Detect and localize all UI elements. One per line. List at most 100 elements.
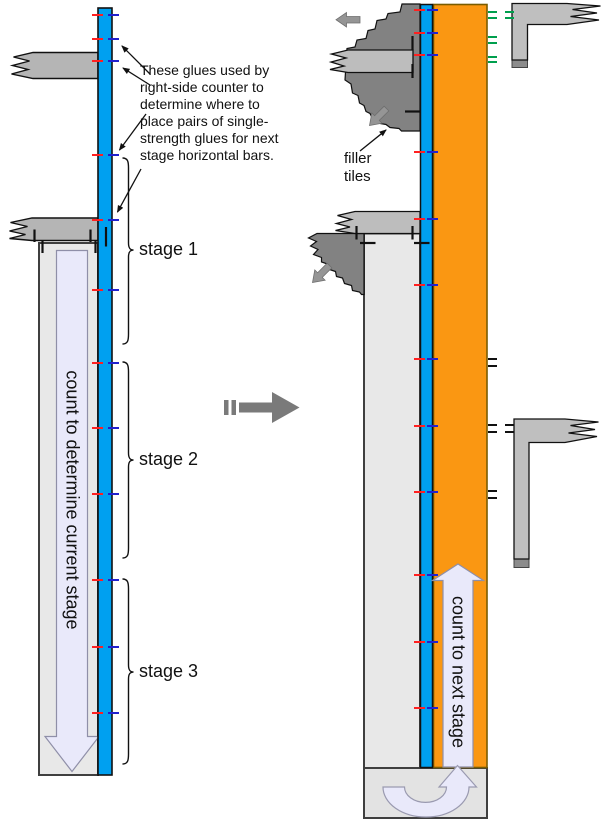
- glue-tick-grn: [488, 55, 497, 58]
- glue-tick-red: [92, 37, 103, 41]
- glue-tick-red: [92, 59, 103, 63]
- glue-tick-red: [414, 150, 425, 154]
- glue-tick-red: [414, 357, 425, 361]
- filler-tiles-label: filler tiles: [344, 150, 372, 185]
- glue-tick-blk: [488, 423, 497, 426]
- glue-tick-blk: [488, 364, 497, 367]
- right-blue-bar: [419, 3, 434, 769]
- count-down-arrow: [43, 249, 101, 773]
- glue-tick-blu: [427, 217, 438, 221]
- glue-tick-grn: [504, 10, 514, 13]
- left-horizontal-bar-stage1: [9, 217, 99, 242]
- turnaround-arrow: [382, 764, 478, 818]
- left-horizontal-bar-top: [9, 51, 99, 80]
- glue-tick-blu: [107, 492, 119, 496]
- stage1-label: stage 1: [139, 239, 199, 259]
- left-junction-glues: [33, 227, 108, 253]
- glue-tick-blu: [427, 490, 438, 494]
- glue-tick-grn: [488, 41, 497, 44]
- arrow-downleft-icon: [369, 105, 390, 126]
- glue-tick-blu: [427, 424, 438, 428]
- glue-tick-blu: [107, 426, 119, 430]
- glue-tick-red: [92, 361, 103, 365]
- glue-tick-blk: [504, 423, 514, 426]
- right-junction-glues: [355, 36, 430, 245]
- stage1-brace: [122, 157, 134, 345]
- left-blue-bar: [97, 7, 113, 776]
- attachment-arrows: [312, 11, 390, 283]
- glue-tick-red: [414, 53, 425, 57]
- glue-tick-blu: [427, 640, 438, 644]
- glue-tick-red: [92, 288, 103, 292]
- stage2-label: stage 2: [139, 449, 199, 469]
- glue-tick-blu: [427, 357, 438, 361]
- count-up-arrow-label: count to next stage: [448, 595, 469, 749]
- l-bar-mid-foot: [513, 558, 530, 568]
- glue-tick-blu: [427, 706, 438, 710]
- glue-tick-red: [414, 8, 425, 12]
- annotation-arrows: [116, 45, 151, 213]
- glue-tick-blu: [427, 150, 438, 154]
- glue-tick-grn: [488, 10, 497, 13]
- glue-tick-red: [92, 711, 103, 715]
- arrow-downleft-icon: [312, 262, 333, 283]
- glue-tick-grn: [488, 60, 497, 63]
- glue-tick-red: [414, 706, 425, 710]
- glue-tick-red: [414, 424, 425, 428]
- glue-tick-blk: [488, 496, 497, 499]
- glue-tick-blu: [107, 13, 119, 17]
- glue-tick-red: [92, 645, 103, 649]
- glue-tick-red: [92, 153, 103, 157]
- stage2-brace: [122, 361, 134, 559]
- glue-tick-blu: [107, 288, 119, 292]
- l-bar-mid: [513, 418, 599, 560]
- glue-tick-grn: [488, 16, 497, 19]
- glue-tick-blu: [427, 573, 438, 577]
- glue-tick-blu: [107, 37, 119, 41]
- glue-tick-red: [414, 490, 425, 494]
- glue-tick-blu: [107, 218, 119, 222]
- stage3-brace: [122, 578, 134, 765]
- glue-tick-red: [414, 640, 425, 644]
- glue-tick-blu: [107, 578, 119, 582]
- right-counter-column: [363, 232, 421, 769]
- glue-tick-blu: [427, 8, 438, 12]
- glue-tick-grn: [504, 16, 514, 19]
- stage-braces: [122, 157, 134, 765]
- glue-tick-blk: [488, 357, 497, 360]
- glue-tick-red: [92, 13, 103, 17]
- glue-tick-red: [92, 578, 103, 582]
- glue-tick-red: [92, 426, 103, 430]
- glue-tick-blu: [427, 53, 438, 57]
- glue-tick-blk: [504, 430, 514, 433]
- glue-tick-red: [414, 283, 425, 287]
- right-horizontal-bar-stage1: [333, 210, 421, 235]
- filler-tiles-blob-stage1: [307, 232, 365, 296]
- glue-tick-blu: [107, 59, 119, 63]
- glue-tick-blu: [427, 31, 438, 35]
- glue-tick-blu: [427, 283, 438, 287]
- glue-tick-blk: [488, 430, 497, 433]
- glue-tick-red: [92, 218, 103, 222]
- glue-tick-grn: [488, 35, 497, 38]
- l-bar-top-foot: [511, 59, 528, 68]
- glue-tick-blu: [107, 361, 119, 365]
- arrow-left-icon: [335, 11, 361, 28]
- glue-annotation-text: These glues used by right-side counter t…: [140, 62, 279, 163]
- count-down-arrow-label: count to determine current stage: [62, 370, 83, 630]
- stage3-label: stage 3: [139, 661, 199, 681]
- glue-tick-red: [414, 573, 425, 577]
- glue-tick-blk: [488, 489, 497, 492]
- glue-tick-red: [414, 217, 425, 221]
- glue-tick-blu: [107, 153, 119, 157]
- glue-tick-red: [414, 31, 425, 35]
- l-bar-top: [511, 2, 601, 61]
- right-horizontal-bar-top: [328, 49, 414, 74]
- glue-tick-blu: [107, 645, 119, 649]
- glue-tick-red: [92, 492, 103, 496]
- transition-arrow: [224, 392, 300, 423]
- count-up-arrow: [430, 563, 486, 768]
- filler-tiles-pointer-arrow: [359, 129, 387, 152]
